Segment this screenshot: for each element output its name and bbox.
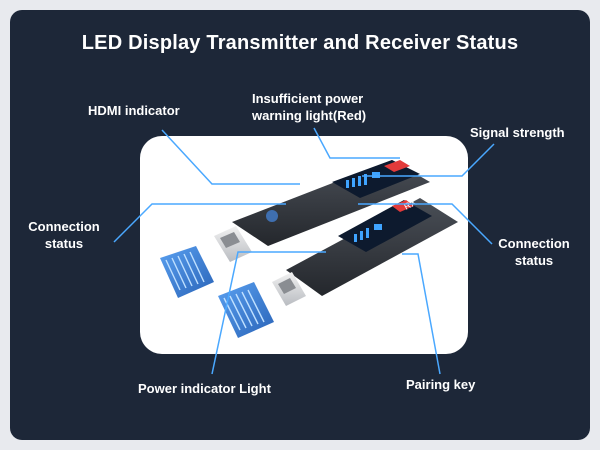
- label-connection-status-left-line1: Connection: [28, 219, 100, 234]
- blue-cap-right: [218, 282, 274, 338]
- leader-lines: [113, 127, 495, 375]
- label-connection-status-right-line1: Connection: [498, 236, 570, 251]
- leader-hdmi-indicator: [161, 129, 300, 185]
- transmitter-display-segments: [346, 172, 380, 188]
- label-insufficient-power-line2: warning light(Red): [252, 108, 367, 123]
- label-hdmi-indicator: HDMI indicator: [88, 103, 180, 118]
- label-pairing-key: Pairing key: [406, 377, 476, 392]
- transmitter-pairing-key: [266, 210, 278, 222]
- leader-power-indicator: [211, 251, 326, 375]
- receiver-hdmi-plug: [272, 272, 306, 306]
- leader-connection-status-right: [358, 203, 493, 245]
- label-signal-strength: Signal strength: [470, 125, 565, 140]
- label-connection-status-right-line2: status: [514, 253, 554, 268]
- transmitter-red-warning-light: [384, 160, 410, 172]
- leader-connection-status-left: [113, 203, 286, 243]
- label-power-indicator-light: Power indicator Light: [138, 381, 271, 396]
- receiver-red-warning-light: [392, 200, 414, 212]
- diagram-title: LED Display Transmitter and Receiver Sta…: [81, 32, 519, 54]
- leader-pairing-key: [402, 253, 441, 375]
- label-connection-status-right: Connection status: [496, 235, 572, 269]
- tx-badge: TX: [401, 152, 415, 166]
- blue-cap-left: [160, 246, 214, 298]
- transmitter-device: TX: [214, 152, 430, 262]
- leader-signal-strength: [362, 143, 495, 177]
- label-connection-status-left: Connection status: [26, 218, 102, 252]
- label-insufficient-power: Insufficient power warning light(Red): [252, 90, 366, 124]
- receiver-display-segments: [354, 224, 382, 242]
- label-connection-status-left-line2: status: [44, 236, 84, 251]
- label-insufficient-power-line1: Insufficient power: [252, 91, 364, 106]
- leader-insufficient-power: [313, 127, 400, 159]
- transmitter-hdmi-plug: [214, 226, 252, 262]
